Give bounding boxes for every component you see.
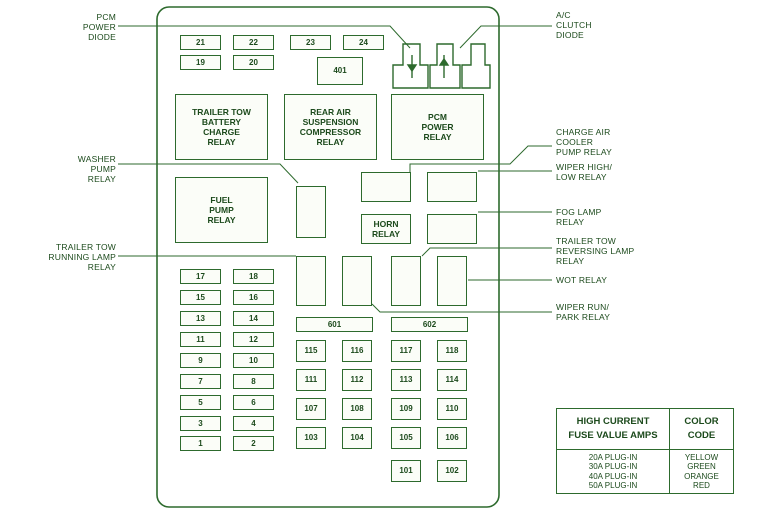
wiper-high-low-relay-callout: WIPER HIGH/ LOW RELAY — [556, 162, 613, 182]
fuse-3: 3 — [180, 416, 221, 431]
fuse-21: 21 — [180, 35, 221, 50]
legend-header-fuse-amps: HIGH CURRENT FUSE VALUE AMPS — [556, 408, 670, 450]
fuse-104: 104 — [342, 427, 372, 449]
pcm-power-diode-callout: PCM POWER DIODE — [82, 12, 116, 42]
legend-header-color-code: COLOR CODE — [669, 408, 734, 450]
fuse-105: 105 — [391, 427, 421, 449]
fuse-5: 5 — [180, 395, 221, 410]
wiper-run-park-relay — [342, 256, 372, 306]
fuse-101: 101 — [391, 460, 421, 482]
wiper-high-low-relay — [427, 172, 477, 202]
fuse-114: 114 — [437, 369, 467, 391]
wot-relay — [437, 256, 467, 306]
fuse-110: 110 — [437, 398, 467, 420]
fuse-6: 6 — [233, 395, 274, 410]
fuse-color-legend: HIGH CURRENT FUSE VALUE AMPS COLOR CODE … — [556, 408, 734, 494]
pcm-power-relay: PCM POWER RELAY — [391, 94, 484, 160]
fuse-20: 20 — [233, 55, 274, 70]
fuse-9: 9 — [180, 353, 221, 368]
fuse-102: 102 — [437, 460, 467, 482]
fuse-12: 12 — [233, 332, 274, 347]
fuse-108: 108 — [342, 398, 372, 420]
fuse-13: 13 — [180, 311, 221, 326]
legend-amp-values: 20A PLUG-IN 30A PLUG-IN 40A PLUG-IN 50A … — [556, 449, 670, 494]
fuse-11: 11 — [180, 332, 221, 347]
trailer-tow-battery-charge-relay: TRAILER TOW BATTERY CHARGE RELAY — [175, 94, 268, 160]
fuse-401: 401 — [317, 57, 363, 85]
trailer-tow-running-lamp-relay — [296, 256, 326, 306]
wot-relay-callout: WOT RELAY — [556, 275, 608, 285]
washer-pump-relay-callout: WASHER PUMP RELAY — [77, 154, 116, 184]
charge-air-cooler-pump-relay — [361, 172, 411, 202]
fuel-pump-relay: FUEL PUMP RELAY — [175, 177, 268, 243]
fuse-14: 14 — [233, 311, 274, 326]
fuse-15: 15 — [180, 290, 221, 305]
fuse-109: 109 — [391, 398, 421, 420]
fuse-18: 18 — [233, 269, 274, 284]
charge-air-cooler-pump-relay-callout: CHARGE AIR COOLER PUMP RELAY — [556, 127, 613, 157]
rear-air-suspension-compressor-relay: REAR AIR SUSPENSION COMPRESSOR RELAY — [284, 94, 377, 160]
fuse-2: 2 — [233, 436, 274, 451]
fuse-112: 112 — [342, 369, 372, 391]
washer-pump-relay — [296, 186, 326, 238]
fuse-panel-outline — [156, 6, 500, 508]
fog-lamp-relay — [427, 214, 477, 244]
trailer-tow-reversing-lamp-relay-callout: TRAILER TOW REVERSING LAMP RELAY — [556, 236, 635, 266]
trailer-tow-running-lamp-relay-callout: TRAILER TOW RUNNING LAMP RELAY — [48, 242, 116, 272]
fuse-107: 107 — [296, 398, 326, 420]
fuse-117: 117 — [391, 340, 421, 362]
fog-lamp-relay-callout: FOG LAMP RELAY — [556, 207, 602, 227]
fuse-111: 111 — [296, 369, 326, 391]
horn-relay: HORN RELAY — [361, 214, 411, 244]
fuse-24: 24 — [343, 35, 384, 50]
fuse-1: 1 — [180, 436, 221, 451]
fuse-601: 601 — [296, 317, 373, 332]
trailer-tow-reversing-lamp-relay — [391, 256, 421, 306]
diode-connector — [392, 43, 491, 89]
fuse-4: 4 — [233, 416, 274, 431]
fuse-19: 19 — [180, 55, 221, 70]
fuse-17: 17 — [180, 269, 221, 284]
fuse-22: 22 — [233, 35, 274, 50]
fuse-106: 106 — [437, 427, 467, 449]
fuse-115: 115 — [296, 340, 326, 362]
fuse-10: 10 — [233, 353, 274, 368]
fuse-118: 118 — [437, 340, 467, 362]
fuse-23: 23 — [290, 35, 331, 50]
ac-clutch-diode-callout: A/C CLUTCH DIODE — [556, 10, 592, 40]
fuse-103: 103 — [296, 427, 326, 449]
fuse-7: 7 — [180, 374, 221, 389]
fuse-8: 8 — [233, 374, 274, 389]
fuse-602: 602 — [391, 317, 468, 332]
fuse-113: 113 — [391, 369, 421, 391]
fuse-116: 116 — [342, 340, 372, 362]
fuse-16: 16 — [233, 290, 274, 305]
leader-lines — [118, 25, 552, 313]
wiper-run-park-relay-callout: WIPER RUN/ PARK RELAY — [556, 302, 611, 322]
legend-color-values: YELLOW GREEN ORANGE RED — [669, 449, 734, 494]
